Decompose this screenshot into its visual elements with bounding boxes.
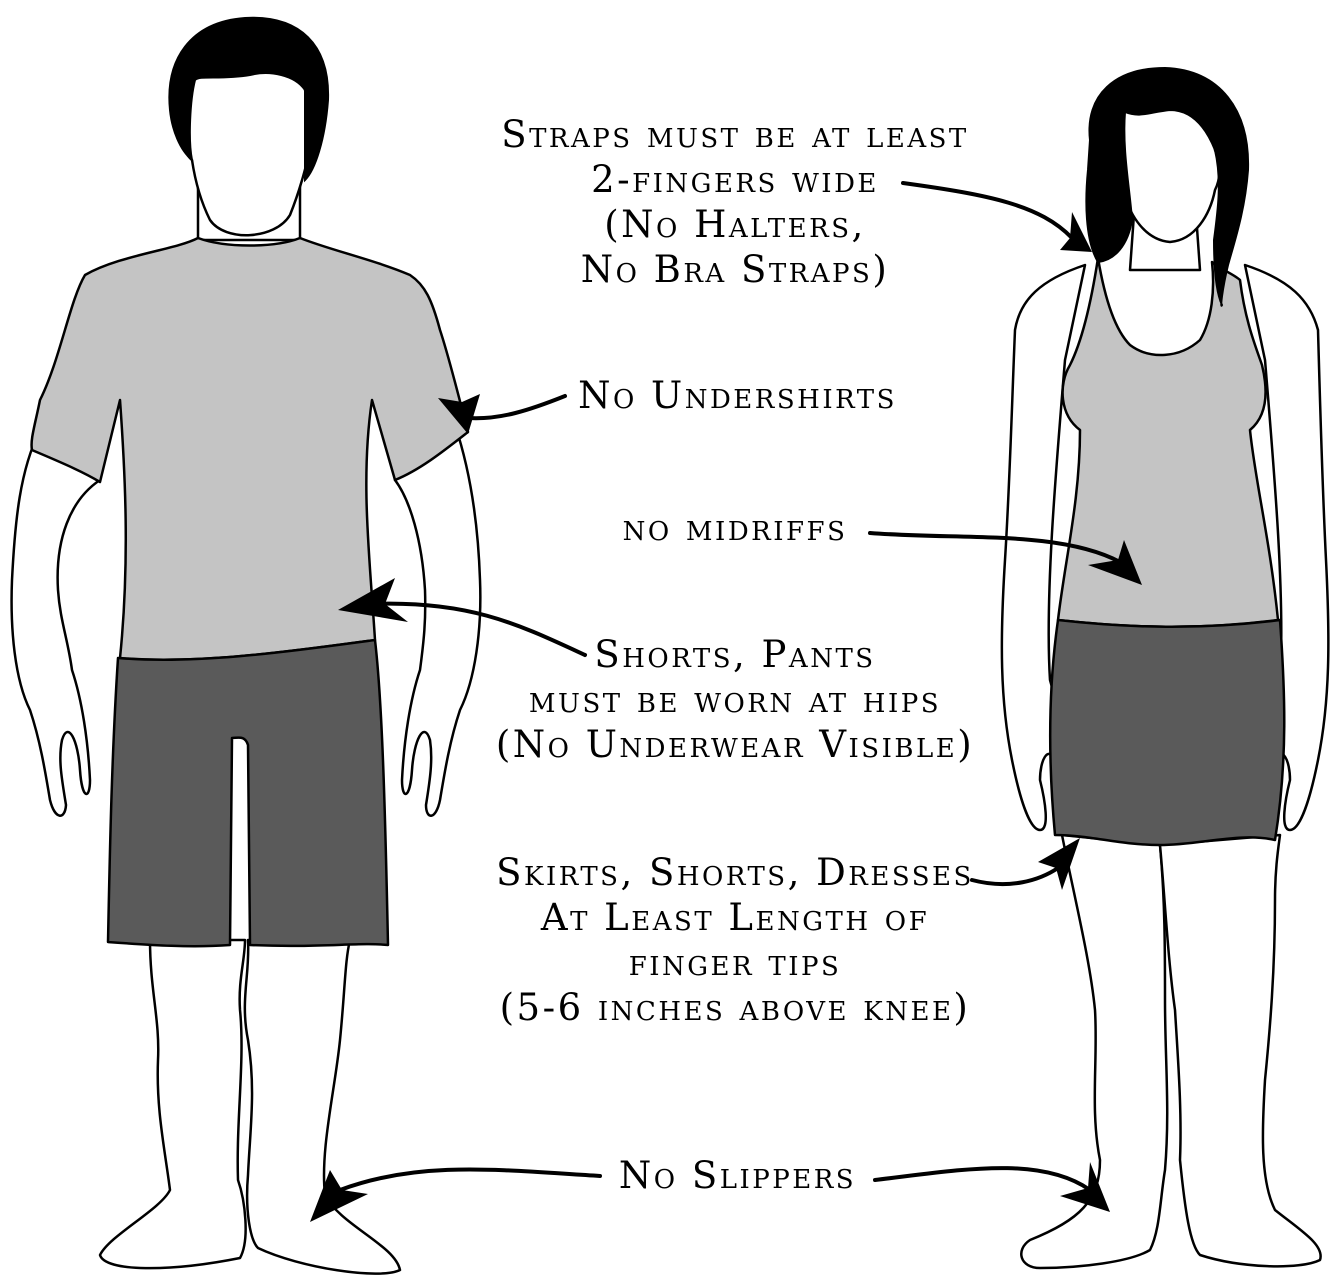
slippers-left-arrow-line (340, 1169, 600, 1190)
skirts-line-3: finger tips (480, 940, 990, 985)
straps-line-1: Straps must be at least (490, 112, 980, 157)
shorts-line-1: Shorts, Pants (480, 632, 990, 677)
undershirts-arrow-line (468, 396, 565, 418)
slippers-right-arrow-line (875, 1168, 1090, 1190)
skirts-line-1: Skirts, Shorts, Dresses (480, 850, 990, 895)
female-tank-top (1058, 258, 1278, 627)
undershirts-label: No Undershirts (565, 373, 910, 418)
female-skirt (1050, 620, 1284, 845)
straps-line-2: 2-fingers wide (490, 157, 980, 202)
skirts-label: Skirts, Shorts, Dresses At Least Length … (480, 850, 990, 1030)
female-figure (1002, 68, 1329, 1268)
skirts-line-2: At Least Length of (480, 895, 990, 940)
slippers-line-1: No Slippers (600, 1153, 875, 1198)
slippers-label: No Slippers (600, 1153, 875, 1198)
male-right-arm (395, 425, 480, 816)
male-shorts (108, 640, 388, 946)
male-tshirt (32, 238, 468, 660)
undershirts-line-1: No Undershirts (565, 373, 910, 418)
straps-label: Straps must be at least 2-fingers wide (… (490, 112, 980, 292)
female-right-leg (1160, 835, 1321, 1266)
skirts-line-4: (5-6 inches above knee) (480, 985, 990, 1030)
male-left-arm (12, 430, 100, 816)
shorts-pants-label: Shorts, Pants must be worn at hips (No U… (480, 632, 990, 767)
shorts-line-3: (No Underwear Visible) (480, 722, 990, 767)
male-left-leg (100, 940, 246, 1268)
midriffs-line-1: no midriffs (600, 505, 870, 550)
shorts-line-2: must be worn at hips (480, 677, 990, 722)
male-figure (12, 18, 481, 1274)
straps-line-3: (No Halters, (490, 202, 980, 247)
straps-line-4: No Bra Straps) (490, 247, 980, 292)
male-right-leg (245, 940, 400, 1274)
midriffs-label: no midriffs (600, 505, 870, 550)
